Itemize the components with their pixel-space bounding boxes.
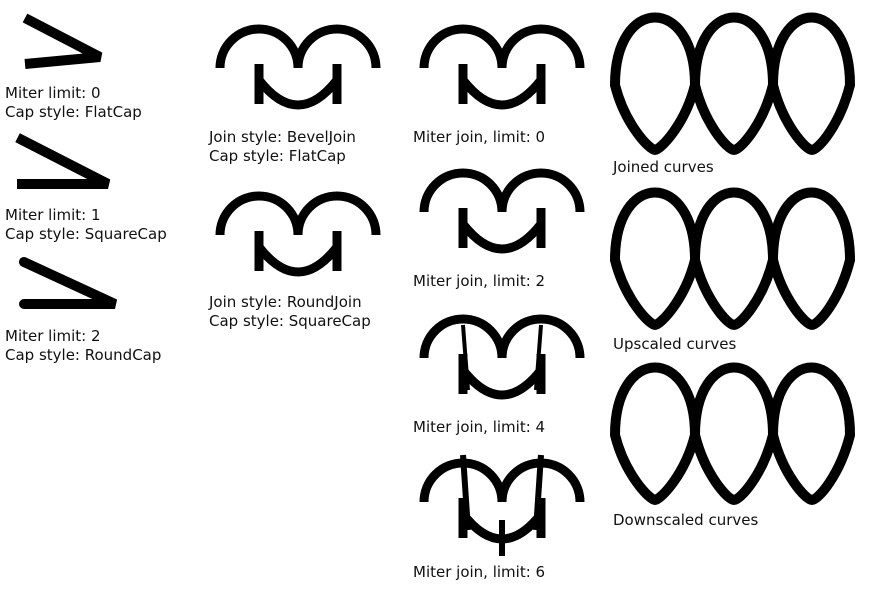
downscaled-curves xyxy=(615,368,850,501)
angle-miter-0 xyxy=(22,13,103,69)
cap-label: Cap style: SquareCap xyxy=(5,225,167,243)
miter-label: Miter limit: 1 xyxy=(5,206,101,224)
m-shape-round xyxy=(220,196,376,272)
cap-label: Cap style: SquareCap xyxy=(209,312,371,330)
miter-label: Miter limit: 0 xyxy=(5,84,101,102)
miter-spikes-6 xyxy=(460,454,544,556)
cap-label: Cap style: FlatCap xyxy=(209,147,346,165)
caption-miter-join-6: Miter join, limit: 6 xyxy=(413,563,546,581)
miter-spikes-4 xyxy=(461,324,543,391)
m-shape-miter-0 xyxy=(424,29,580,105)
m-shape-miter-4 xyxy=(424,319,580,395)
upscaled-curves xyxy=(615,193,850,326)
angle-miter-2 xyxy=(19,257,118,309)
caption-downscaled-curves: Downscaled curves xyxy=(613,511,759,529)
caption-bevel-join: Join style: BevelJoin Cap style: FlatCap xyxy=(209,128,356,166)
caption-miter-0: Miter limit: 0 Cap style: FlatCap xyxy=(5,84,142,122)
caption-miter-2: Miter limit: 2 Cap style: RoundCap xyxy=(5,327,161,365)
m-shape-bevel xyxy=(220,29,376,105)
m-shape-miter-2 xyxy=(424,173,580,249)
miter-label: Miter limit: 2 xyxy=(5,327,101,345)
joined-curves xyxy=(615,18,850,151)
join-label: Join style: RoundJoin xyxy=(209,293,362,311)
caption-miter-1: Miter limit: 1 Cap style: SquareCap xyxy=(5,206,167,244)
caption-joined-curves: Joined curves xyxy=(613,158,714,176)
cap-label: Cap style: RoundCap xyxy=(5,346,162,364)
caption-round-join: Join style: RoundJoin Cap style: SquareC… xyxy=(209,293,371,331)
caption-upscaled-curves: Upscaled curves xyxy=(613,335,737,353)
angle-miter-1 xyxy=(15,133,111,189)
caption-miter-join-4: Miter join, limit: 4 xyxy=(413,418,546,436)
join-label: Join style: BevelJoin xyxy=(209,128,356,146)
caption-miter-join-2: Miter join, limit: 2 xyxy=(413,272,546,290)
caption-miter-join-0: Miter join, limit: 0 xyxy=(413,128,546,146)
cap-label: Cap style: FlatCap xyxy=(5,103,142,121)
